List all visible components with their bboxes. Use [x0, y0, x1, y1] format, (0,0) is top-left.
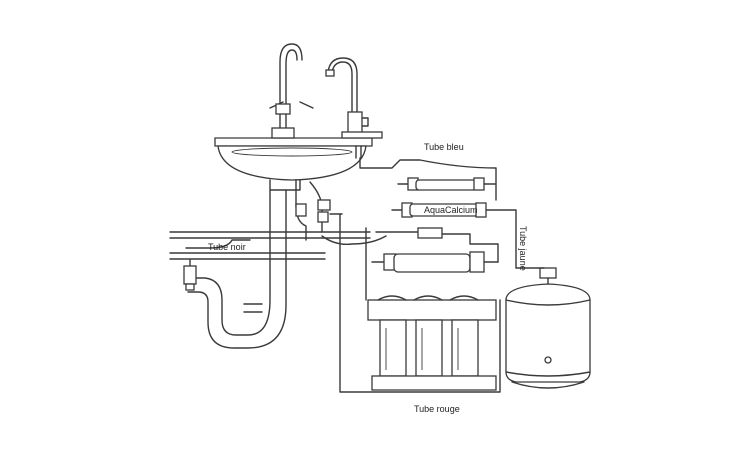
tube-rouge-label: Tube rouge [414, 404, 460, 414]
drain-trap [187, 189, 287, 349]
black-tube [183, 235, 387, 291]
red-tube [339, 213, 501, 393]
aquacalcium-filter: AquaCalcium [391, 202, 517, 269]
post-filter-top [397, 177, 497, 191]
aquacalcium-label: AquaCalcium [424, 205, 478, 215]
tube-bleu-label: Tube bleu [424, 142, 464, 152]
prefilter-housings [367, 295, 497, 391]
blue-tube [359, 157, 497, 201]
filter-connectors [365, 227, 499, 301]
sink-faucet [269, 43, 314, 139]
angle-valves [295, 179, 343, 241]
tube-jaune-label: Tube jaune [518, 226, 528, 271]
drinking-water-tap [325, 57, 383, 159]
storage-tank [505, 267, 591, 389]
sink-basin [214, 137, 373, 191]
tube-noir-label: Tube noir [208, 242, 246, 252]
ro-membrane [371, 251, 499, 273]
